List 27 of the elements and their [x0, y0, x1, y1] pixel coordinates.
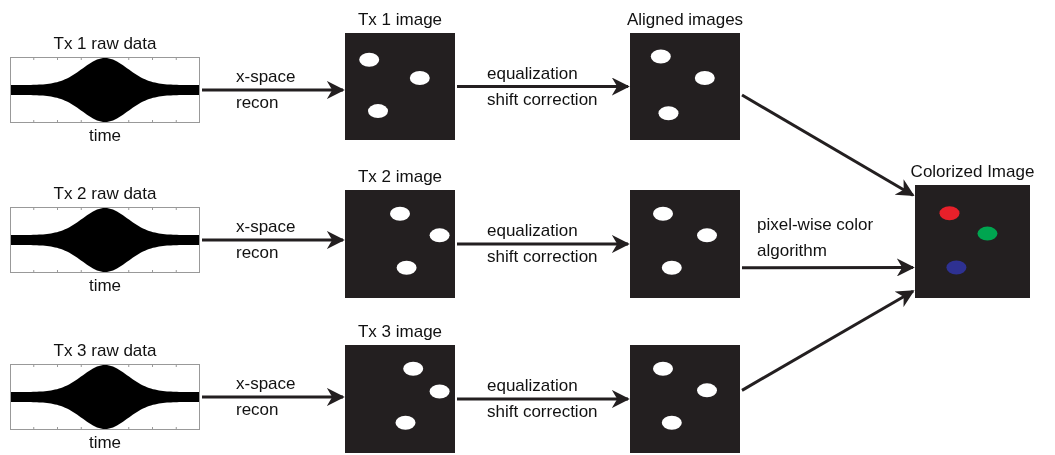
image-title: Aligned images: [626, 10, 744, 29]
arrow: [202, 231, 345, 249]
arrow: [202, 81, 345, 99]
image-title: Colorized Image: [910, 162, 1035, 181]
arrow: [742, 258, 915, 277]
image-title: Tx 2 image: [357, 167, 443, 186]
arrow: [202, 388, 345, 406]
plot-title: Tx 2 raw data: [53, 184, 157, 203]
arrow: [457, 235, 630, 253]
plot-title: Tx 1 raw data: [53, 34, 157, 53]
edge-label: equalization shift correction: [487, 62, 599, 111]
axis-label: time: [88, 126, 122, 145]
edge-label: x-space recon: [236, 216, 297, 264]
plot-title: Tx 3 raw data: [53, 341, 157, 360]
edge-label: equalization shift correction: [487, 375, 599, 423]
axis-label: time: [88, 433, 122, 452]
edge-label: pixel-wise color algorithm: [757, 213, 875, 262]
edge-label: x-space recon: [236, 66, 297, 114]
edge-label: equalization shift correction: [487, 220, 599, 268]
arrow: [741, 93, 915, 197]
edge-label: x-space recon: [236, 373, 297, 421]
axis-label: time: [88, 276, 122, 295]
image-title: Tx 3 image: [357, 322, 443, 341]
arrow: [741, 289, 915, 392]
arrow: [457, 390, 630, 408]
arrow: [457, 77, 630, 96]
image-title: Tx 1 image: [357, 10, 443, 29]
